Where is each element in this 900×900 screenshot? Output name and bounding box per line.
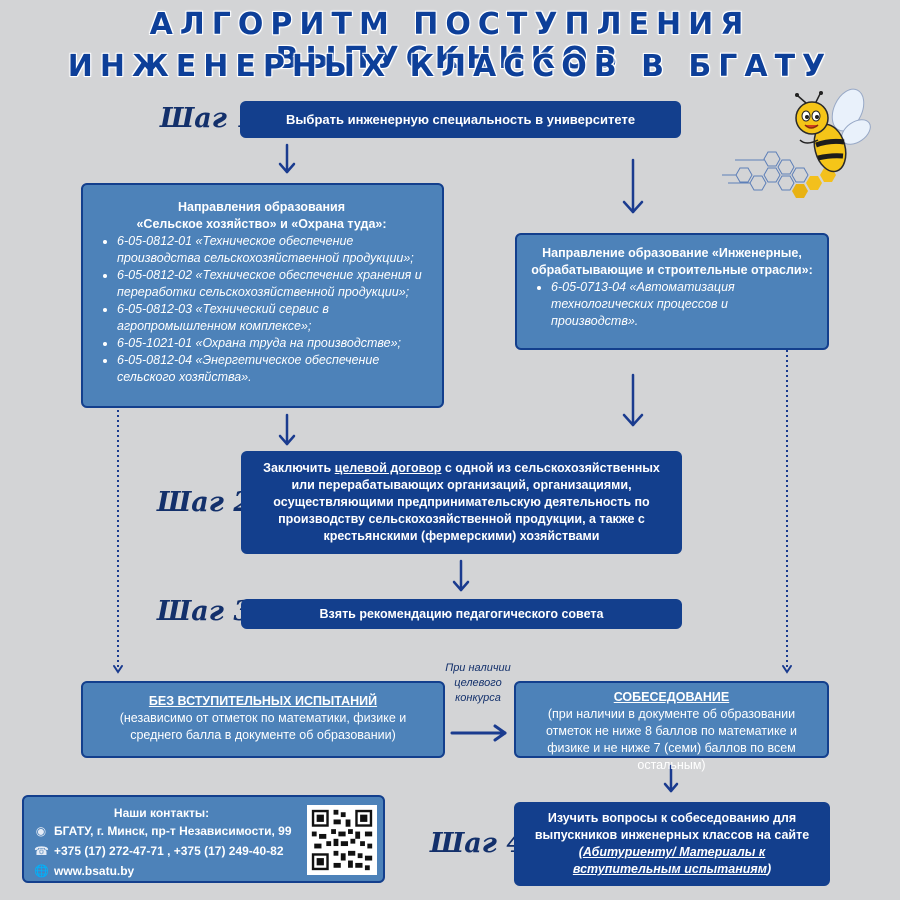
target-contract-link[interactable]: целевой договор [334,461,442,475]
target-competition-note: При наличии целевого конкурса [445,662,511,704]
interview-box: СОБЕСЕДОВАНИЕ (при наличии в документе о… [514,681,829,772]
right-direction-heading: Направление образование «Инженерные, обр… [531,246,813,277]
arrow-step1-right [622,158,644,214]
list-item: 6-05-0812-02 «Техническое обеспечение хр… [117,267,430,301]
arrow-interview-to-step4 [663,764,679,793]
step-4-text: Изучить вопросы к собеседованию для выпу… [534,811,810,842]
contacts-box: Наши контакты: ◉ БГАТУ, г. Минск, пр-т Н… [22,795,385,883]
no-exams-heading: БЕЗ ВСТУПИТЕЛЬНЫХ ИСПЫТАНИЙ [148,694,378,708]
step-4-box: Изучить вопросы к собеседованию для выпу… [514,802,830,886]
step-4-label: Шаг 4 [430,828,526,859]
contact-phones-text: +375 (17) 272-47-71 , +375 (17) 249-40-8… [54,844,284,858]
no-exams-box: БЕЗ ВСТУПИТЕЛЬНЫХ ИСПЫТАНИЙ (независимо … [81,681,445,758]
step-1-label: Шаг 1 [160,103,256,134]
location-pin-icon: ◉ [35,824,47,838]
step-2-box: Заключить целевой договор с одной из сел… [241,451,682,554]
right-direction-box: Направление образование «Инженерные, обр… [515,233,829,350]
globe-icon: 🌐 [34,864,49,878]
step-1-box: Выбрать инженерную специальность в униве… [240,101,681,138]
step-3-label: Шаг 3 [157,596,253,627]
list-item: 6-05-0812-01 «Техническое обеспечение пр… [117,233,430,267]
phone-icon: ☎ [34,844,49,858]
list-item: 6-05-0713-04 «Автоматизация технологичес… [551,279,817,330]
list-item: 6-05-0812-04 «Энергетическое обеспечение… [117,352,430,386]
contact-site: 🌐 www.bsatu.by [34,861,373,881]
list-item: 6-05-0812-03 «Технический сервис в агроп… [117,301,430,335]
list-item: 6-05-1021-01 «Охрана труда на производст… [117,335,430,352]
paren-open: ( [578,845,583,859]
arrow-no-exams-to-interview [450,724,507,742]
title-line-1: АЛГОРИТМ ПОСТУПЛЕНИЯ ВЫПУСКНИКОВ [149,7,751,76]
no-exams-text: (независимо от отметок по математики, фи… [119,711,407,742]
contacts-heading: Наши контакты: [113,806,210,820]
qr-code-icon[interactable] [307,805,377,875]
left-direction-list: 6-05-0812-01 «Техническое обеспечение пр… [93,233,430,386]
interview-heading: СОБЕСЕДОВАНИЕ [613,690,730,704]
step-3-box: Взять рекомендацию педагогического совет… [241,599,682,629]
step-4-link-line: (Абитуриенту/ Материалы к вступительным … [526,844,818,878]
left-direction-heading-2: «Сельское хозяйство» и «Охрана туда»: [136,217,387,231]
arrow-step1-left [278,143,296,174]
contact-address-text: БГАТУ, г. Минск, пр-т Независимости, 99 [54,824,292,838]
contact-phones: ☎ +375 (17) 272-47-71 , +375 (17) 249-40… [34,841,373,861]
step-1-text: Выбрать инженерную специальность в униве… [285,112,636,127]
title-line-2: ИНЖЕНЕРНЫХ КЛАССОВ В БГАТУ [67,49,833,84]
materials-link[interactable]: Абитуриенту/ Материалы к вступительным и… [572,845,767,876]
interview-text: (при наличии в документе об образовании … [545,707,798,772]
paren-close: ) [767,862,772,876]
contact-site-link[interactable]: www.bsatu.by [54,864,135,878]
arrow-step2-to-step3 [452,559,470,592]
left-direction-box: Направления образования «Сельское хозяйс… [81,183,444,408]
contact-address: ◉ БГАТУ, г. Минск, пр-т Независимости, 9… [34,821,373,841]
step-2-text-pre: Заключить [263,461,335,475]
bee-illustration [722,88,871,198]
left-direction-heading-1: Направления образования [178,200,345,214]
arrow-right-to-step2 [622,373,644,427]
step-3-text: Взять рекомендацию педагогического совет… [319,607,604,621]
step-2-text-post: с одной из сельскохозяйственных или пере… [273,461,660,543]
arrow-left-to-step2 [278,413,296,446]
right-direction-list: 6-05-0713-04 «Автоматизация технологичес… [527,279,817,330]
step-2-label: Шаг 2 [157,487,253,518]
